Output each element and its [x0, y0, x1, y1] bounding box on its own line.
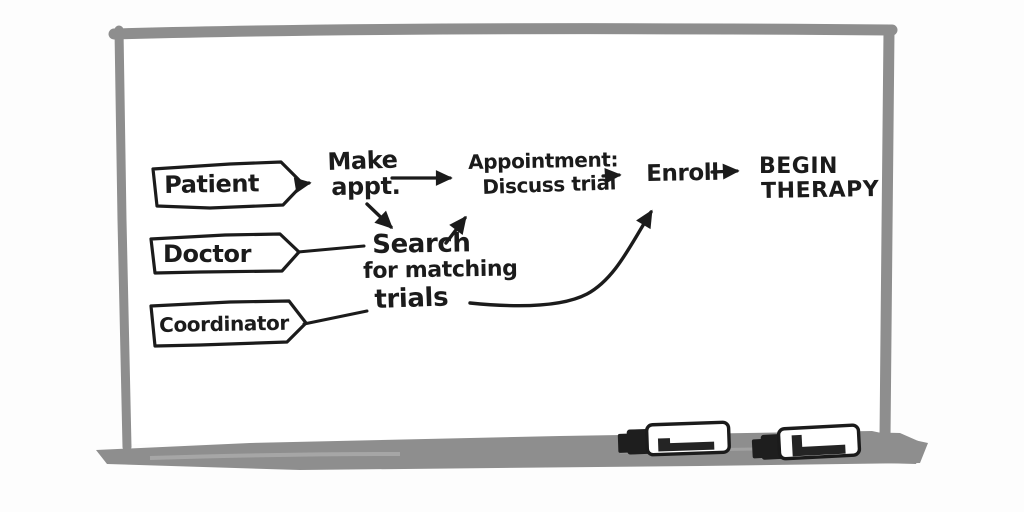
- step-search-line1: Search: [371, 228, 471, 260]
- step-enroll: Enroll: [645, 159, 720, 187]
- marker-cap-tip: [617, 433, 630, 453]
- frame-top-edge: [108, 23, 898, 40]
- marker-cap: [626, 428, 651, 455]
- arrow-make-appt-to-search: [365, 202, 394, 229]
- marker-label-band: [657, 438, 715, 452]
- step-search-line2: for matching: [362, 256, 518, 284]
- doctor-tag-shape: [149, 232, 301, 275]
- step-search-line3: trials: [373, 282, 449, 315]
- step-begin-therapy-line1: BEGIN: [759, 154, 838, 179]
- marker-label-band: [791, 434, 846, 457]
- step-appointment-line2: Discuss trial: [481, 170, 617, 199]
- arrow-enroll-to-begin-therapy: [710, 163, 740, 180]
- whiteboard-marker-1: [617, 420, 731, 457]
- arrow-patient-to-make-appt: [293, 177, 312, 194]
- patient-tag-shape: [151, 160, 305, 210]
- whiteboard-surface: [124, 34, 886, 444]
- step-begin-therapy-line2: THERAPY: [760, 176, 880, 204]
- step-make-appt-line2: appt.: [330, 171, 401, 201]
- role-label-patient: Patient: [163, 169, 260, 199]
- whiteboard-marker-2: [751, 423, 862, 461]
- role-label-coordinator: Coordinator: [158, 310, 290, 337]
- line-doctor-to-search: [296, 244, 366, 254]
- arrow-trials-to-enroll-curve: [468, 209, 653, 308]
- role-label-doctor: Doctor: [163, 240, 252, 268]
- step-make-appt-line1: Make: [326, 145, 398, 176]
- line-coordinator-to-trials: [302, 309, 369, 326]
- marker-cap-tip: [751, 438, 764, 459]
- frame-right-foot: [848, 432, 925, 464]
- arrow-search-to-appointment: [444, 215, 467, 245]
- tray-highlight-streak: [149, 452, 401, 460]
- frame-right-edge: [879, 25, 895, 444]
- coordinator-tag-shape: [149, 299, 308, 348]
- frame-left-edge: [114, 25, 132, 452]
- arrow-appointment-to-enroll: [601, 167, 622, 184]
- step-appointment-line1: Appointment:: [467, 147, 619, 174]
